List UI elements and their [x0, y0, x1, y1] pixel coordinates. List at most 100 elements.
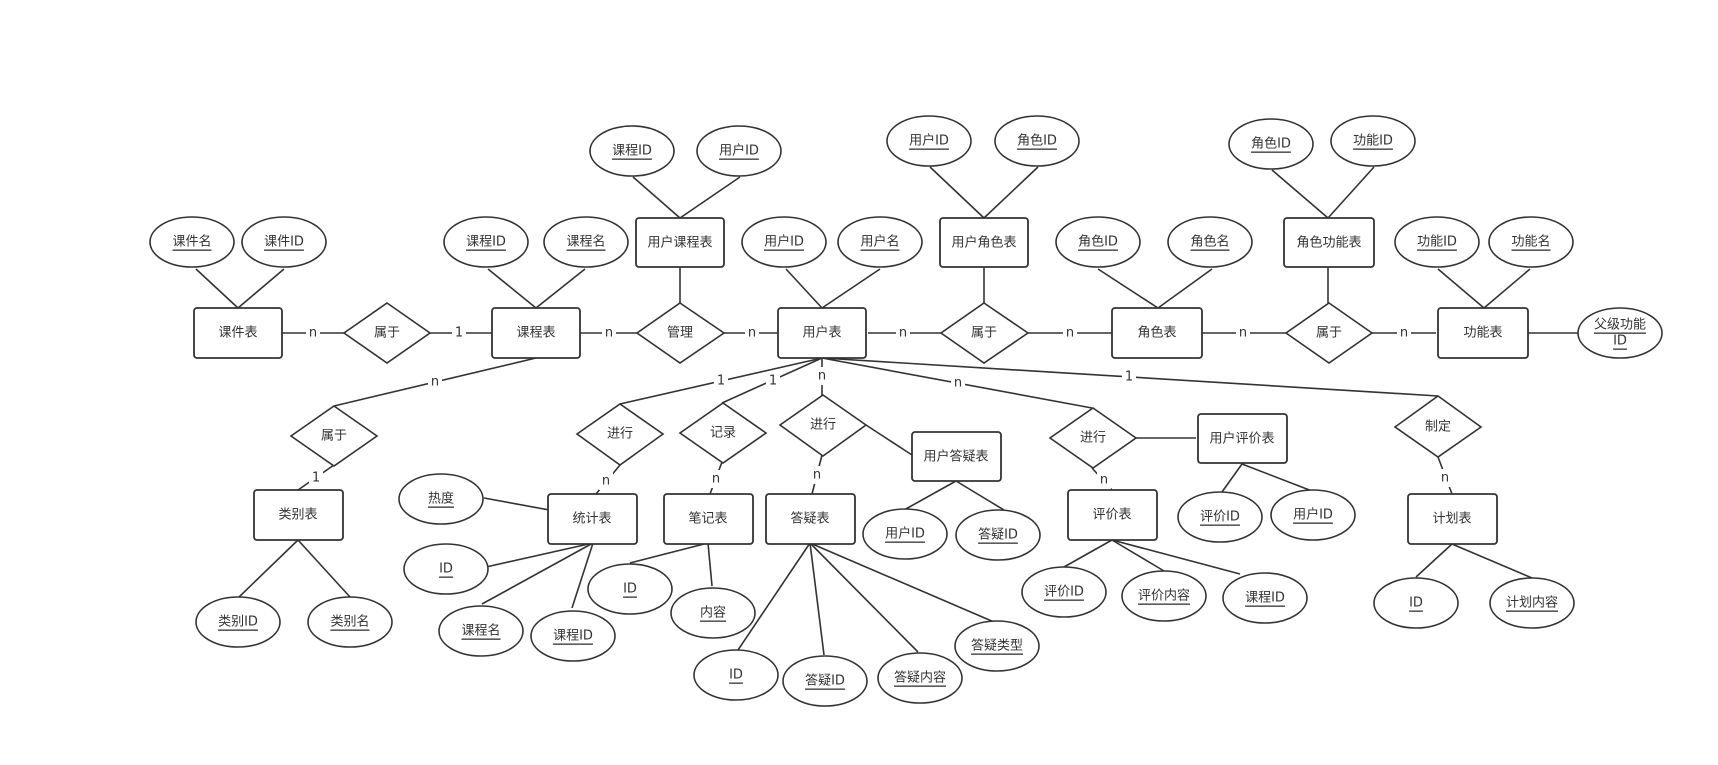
- attr-yonghu-id[interactable]: 用户ID: [741, 216, 827, 268]
- attr-gongneng-id[interactable]: 功能ID: [1394, 216, 1480, 268]
- entity-label: 课件表: [218, 326, 257, 341]
- attr-yhpj-yonghuid[interactable]: 用户ID: [1270, 489, 1356, 541]
- attr-tongji-kechengid[interactable]: 课程ID: [530, 610, 616, 662]
- entity-leibie[interactable]: 类别表: [253, 489, 344, 541]
- attr-yhdy-yonghuid[interactable]: 用户ID: [862, 508, 948, 560]
- entity-dayi[interactable]: 答疑表: [765, 493, 856, 545]
- relationship-label: 进行: [810, 418, 836, 433]
- relationship-shuyu-juesegongneng[interactable]: 属于: [1284, 302, 1374, 364]
- relationship-jilu[interactable]: 记录: [678, 402, 768, 464]
- attribute-label: 答疑类型: [971, 638, 1023, 654]
- relationship-label: 管理: [667, 326, 693, 341]
- attribute-label: 课件ID: [264, 235, 304, 250]
- attr-jh-id[interactable]: ID: [1373, 577, 1459, 629]
- entity-kecheng[interactable]: 课程表: [491, 307, 581, 359]
- entity-yonghudayi[interactable]: 用户答疑表: [911, 431, 1002, 482]
- entity-biji[interactable]: 笔记表: [663, 493, 754, 545]
- attribute-label: 用户ID: [1293, 507, 1333, 523]
- cardinality-label: n: [431, 375, 439, 390]
- attr-gongneng-name[interactable]: 功能名: [1488, 216, 1574, 268]
- relationship-shuyu-yonghujuese[interactable]: 属于: [939, 302, 1030, 364]
- attribute-label: 用户ID: [764, 234, 804, 250]
- attr-kecheng-name[interactable]: 课程名: [543, 216, 629, 268]
- attr-biji-id[interactable]: ID: [587, 563, 673, 615]
- entity-kejian[interactable]: 课件表: [193, 307, 283, 359]
- relationship-shuyu-leibie[interactable]: 属于: [289, 405, 379, 467]
- attr-lb-id[interactable]: 类别ID: [195, 596, 281, 648]
- attr-pj-kechengid[interactable]: 课程ID: [1222, 572, 1308, 624]
- cardinality-label: 1: [455, 326, 463, 341]
- attr-kecheng-id[interactable]: 课程ID: [443, 216, 529, 268]
- entity-yonghu[interactable]: 用户表: [777, 307, 867, 359]
- attribute-label: 功能ID: [1417, 235, 1457, 250]
- entity-label: 笔记表: [688, 511, 727, 527]
- attr-biji-neirong[interactable]: 内容: [670, 587, 756, 639]
- attr-dayi-id[interactable]: ID: [693, 649, 779, 701]
- entity-juesegongneng[interactable]: 角色功能表: [1283, 217, 1375, 268]
- entity-label: 角色表: [1137, 325, 1176, 341]
- relationship-label: 属于: [971, 326, 997, 341]
- attr-kejianming[interactable]: 课件名: [149, 216, 235, 268]
- attribute-label: 用户ID: [909, 133, 949, 149]
- attr-ykc-yonghuid[interactable]: 用户ID: [696, 125, 782, 177]
- entity-juese[interactable]: 角色表: [1111, 307, 1203, 359]
- cardinality-label: n: [748, 326, 756, 341]
- attr-juese-id[interactable]: 角色ID: [1055, 216, 1141, 268]
- attr-jg-gongnengid[interactable]: 功能ID: [1330, 115, 1416, 167]
- entity-label: 评价表: [1092, 508, 1131, 523]
- relationship-zhiding[interactable]: 制定: [1393, 395, 1483, 458]
- attr-dayi-leixing[interactable]: 答疑类型: [954, 620, 1040, 672]
- entity-yonghupingjia[interactable]: 用户评价表: [1197, 413, 1288, 464]
- attr-yhpj-pingjiaid[interactable]: 评价ID: [1177, 491, 1263, 543]
- attr-yhdy-dayiid[interactable]: 答疑ID: [955, 509, 1041, 561]
- cardinality-label: n: [602, 474, 610, 489]
- attribute-label: 用户名: [860, 234, 899, 250]
- attr-pj-pingjiaid[interactable]: 评价ID: [1021, 566, 1107, 618]
- cardinality-label: n: [1239, 326, 1247, 341]
- attribute-label: 角色名: [1190, 234, 1229, 250]
- relationship-jinxing-dayi[interactable]: 进行: [778, 394, 868, 457]
- attribute-label: 类别ID: [218, 615, 258, 630]
- attribute-label: 角色ID: [1017, 133, 1057, 149]
- cardinality-label: n: [1100, 473, 1108, 488]
- attr-jh-neirong[interactable]: 计划内容: [1489, 577, 1575, 629]
- entity-yonghujuese[interactable]: 用户角色表: [939, 217, 1029, 268]
- attr-yonghu-name[interactable]: 用户名: [837, 216, 923, 268]
- attr-redu[interactable]: 热度: [398, 473, 484, 525]
- attr-tongji-id[interactable]: ID: [403, 543, 489, 595]
- attr-jg-jueseid[interactable]: 角色ID: [1228, 118, 1314, 170]
- cardinality-label: 1: [1125, 370, 1133, 385]
- attr-juese-name[interactable]: 角色名: [1167, 216, 1253, 268]
- attr-dayi-dayiid[interactable]: 答疑ID: [782, 655, 868, 707]
- cardinality-label: n: [954, 376, 962, 391]
- attr-yj-yonghuid[interactable]: 用户ID: [886, 115, 972, 167]
- cardinality-label: n: [1441, 471, 1449, 486]
- relationship-shuyu-kejian[interactable]: 属于: [342, 302, 432, 364]
- attribute-label: 评价ID: [1044, 585, 1084, 600]
- attr-fujigongnengid[interactable]: 父级功能 ID: [1577, 307, 1663, 359]
- attr-yj-jueseid[interactable]: 角色ID: [994, 115, 1080, 167]
- attr-tongji-kechengming[interactable]: 课程名: [438, 605, 524, 657]
- entity-label: 用户课程表: [647, 235, 712, 251]
- attribute-label: 评价ID: [1200, 510, 1240, 525]
- relationship-label: 进行: [1080, 431, 1106, 446]
- attr-dayi-neirong[interactable]: 答疑内容: [877, 652, 963, 704]
- cardinality-label: n: [813, 468, 821, 483]
- entity-jihua[interactable]: 计划表: [1407, 493, 1498, 545]
- relationship-guanli[interactable]: 管理: [635, 302, 726, 364]
- entity-tongji[interactable]: 统计表: [547, 493, 638, 545]
- attribute-label: 功能名: [1511, 234, 1550, 250]
- entity-pingjia[interactable]: 评价表: [1067, 489, 1158, 541]
- attr-ykc-kechengid[interactable]: 课程ID: [589, 125, 675, 177]
- relationship-jinxing-tongji[interactable]: 进行: [575, 403, 665, 466]
- relationship-jinxing-pingjia[interactable]: 进行: [1048, 407, 1138, 469]
- attribute-label: 答疑ID: [805, 673, 845, 689]
- attr-lb-ming[interactable]: 类别名: [307, 596, 393, 648]
- entity-gongneng[interactable]: 功能表: [1437, 307, 1529, 359]
- relationship-label: 属于: [374, 326, 400, 341]
- attr-pj-neirong[interactable]: 评价内容: [1121, 570, 1207, 622]
- entity-yonghukecheng[interactable]: 用户课程表: [635, 217, 725, 268]
- attr-kejianid[interactable]: 课件ID: [241, 216, 327, 268]
- relationship-label: 属于: [321, 429, 347, 444]
